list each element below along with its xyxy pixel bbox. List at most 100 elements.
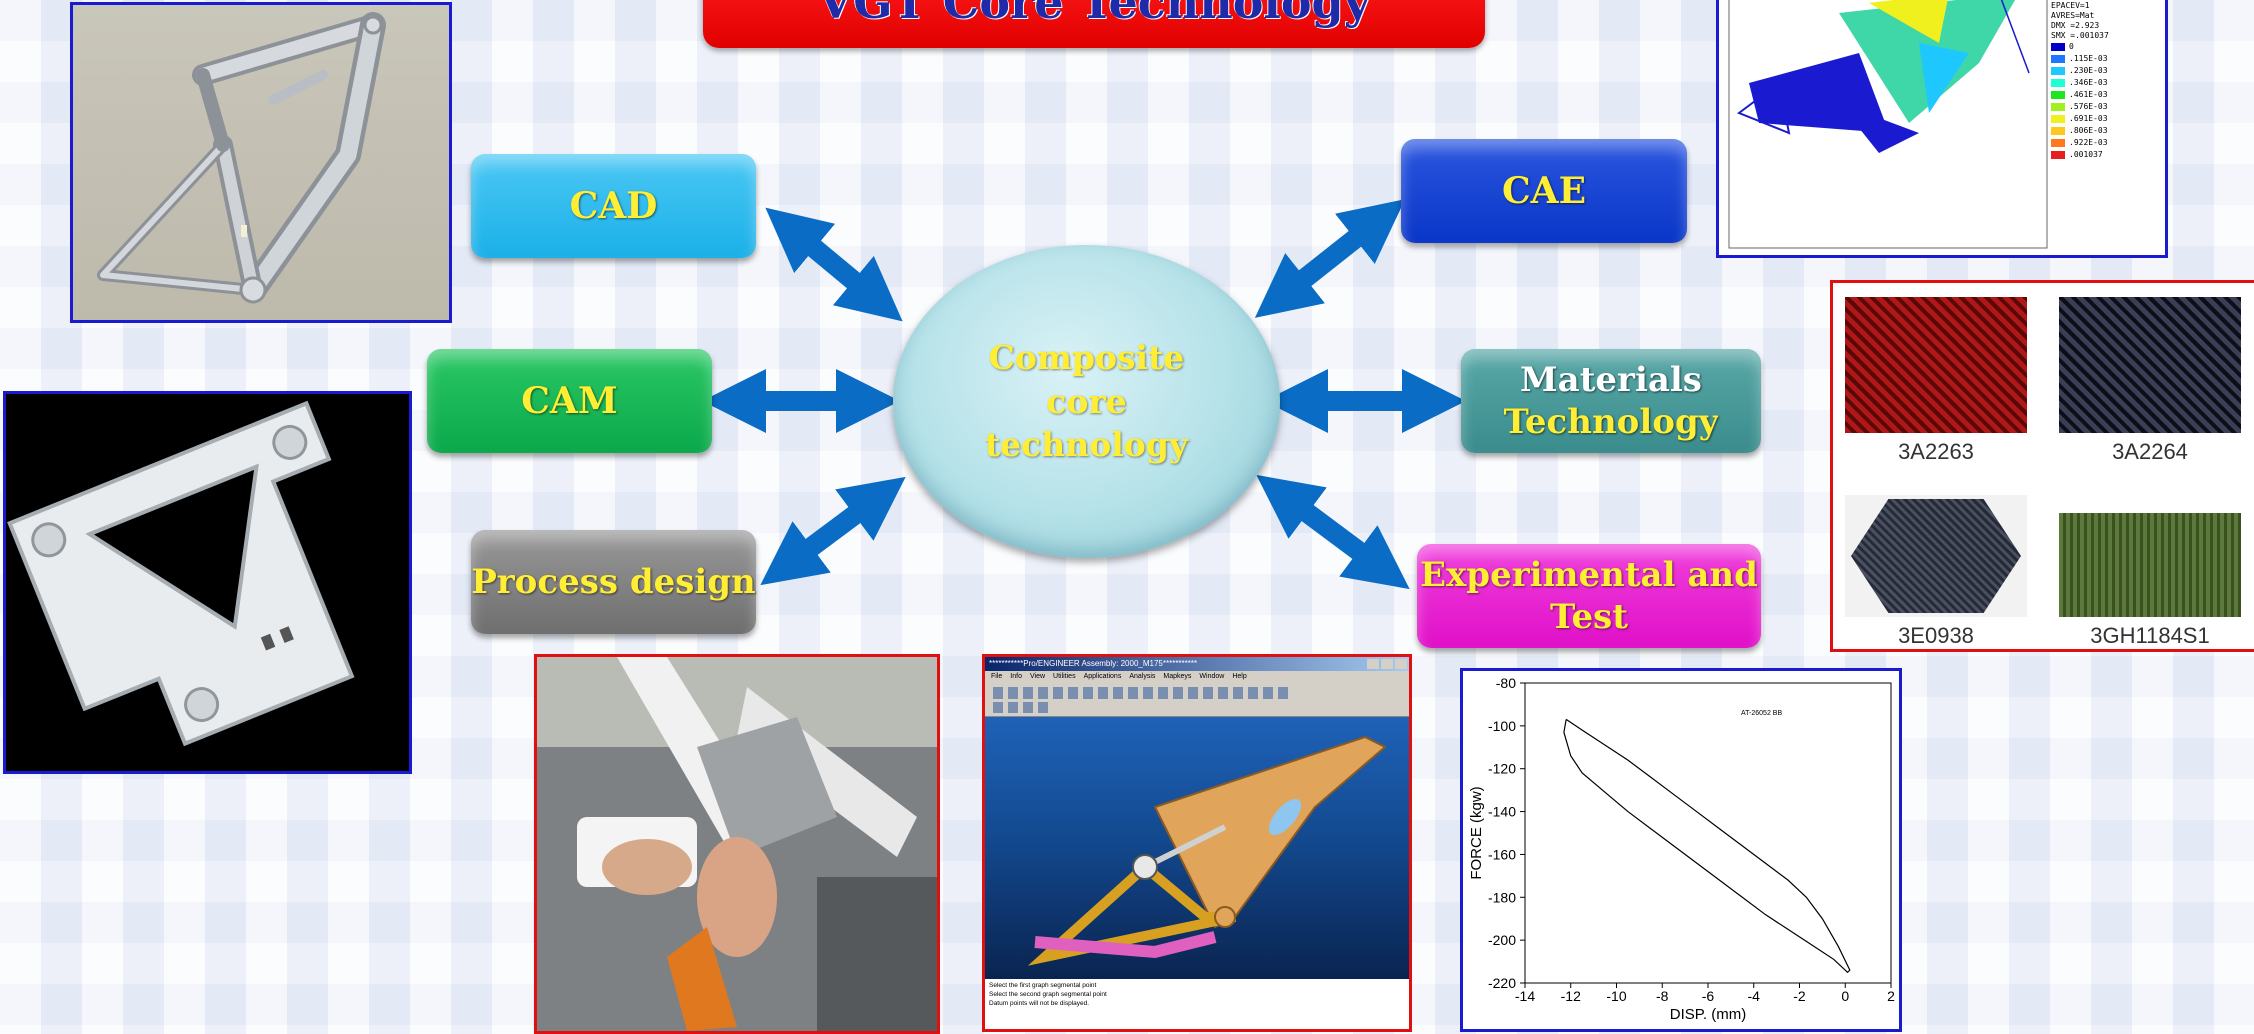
menu-utilities[interactable]: Utilities	[1053, 673, 1076, 680]
menu-info[interactable]: Info	[1010, 673, 1022, 680]
x-tick-label: 0	[1841, 988, 1849, 1004]
cae-legend-value: .806E-03	[2069, 126, 2108, 135]
menu-view[interactable]: View	[1029, 673, 1046, 680]
menu-window[interactable]: Window	[1199, 673, 1225, 680]
node-cam-label: CAM	[521, 379, 618, 422]
x-tick-label: -14	[1515, 988, 1535, 1004]
proe-toolbar	[985, 683, 1409, 717]
toolbar-icons-row	[993, 687, 1293, 699]
swatch-3e0938-label: 3E0938	[1898, 623, 1974, 648]
proengineer-window-image: ***********Pro/ENGINEER Assembly: 2000_M…	[982, 654, 1412, 1032]
menu-applications[interactable]: Applications	[1083, 673, 1122, 680]
swatch-3a2264-label: 3A2264	[2112, 439, 2188, 464]
mould-drawing	[7, 400, 355, 747]
cae-legend-swatch	[2051, 79, 2065, 87]
minimize-button[interactable]	[1367, 659, 1379, 669]
cae-legend-row: .346E-03	[2051, 77, 2161, 89]
cad-frame-drawing	[97, 12, 386, 304]
x-tick-label: -8	[1656, 988, 1669, 1004]
swatch-3a2264-image	[2059, 297, 2241, 433]
mould-render-image	[3, 391, 412, 774]
y-tick-label: -80	[1496, 675, 1516, 691]
menu-file[interactable]: File	[991, 673, 1003, 680]
x-axis-label: DISP. (mm)	[1670, 1006, 1746, 1023]
cae-legend-header-3: SMX =.001037	[2051, 31, 2109, 40]
swatch-3a2263-image	[1845, 297, 2027, 433]
swatch-3gh1184s1-image	[2059, 513, 2241, 617]
cae-legend-value: .576E-03	[2069, 102, 2108, 111]
swatch-3gh1184s1-label: 3GH1184S1	[2090, 623, 2210, 648]
menu-analysis[interactable]: Analysis	[1129, 673, 1156, 680]
menu-help[interactable]: Help	[1232, 673, 1247, 680]
y-tick-label: -120	[1488, 761, 1516, 777]
proe-title-text: ***********Pro/ENGINEER Assembly: 2000_M…	[989, 659, 1198, 668]
node-materials-technology: Materials Technology	[1461, 349, 1761, 453]
series-line	[1563, 718, 1851, 974]
node-experimental-test: Experimental and Test	[1417, 544, 1761, 648]
cae-legend-value: .230E-03	[2069, 66, 2108, 75]
node-experimental-label: Experimental and Test	[1420, 554, 1758, 638]
cae-legend-value: 0	[2069, 42, 2074, 51]
cae-legend-value: .922E-03	[2069, 138, 2108, 147]
arrow-cae	[1254, 199, 1406, 318]
x-tick-label: -10	[1606, 988, 1626, 1004]
center-node-label: Composite core technology	[984, 338, 1189, 465]
y-tick-label: -220	[1488, 975, 1516, 991]
cae-legend-row: .806E-03	[2051, 125, 2161, 137]
suspension-frame-drawing	[1027, 735, 1387, 966]
proe-title-bar: ***********Pro/ENGINEER Assembly: 2000_M…	[985, 657, 1409, 671]
cae-legend-swatch	[2051, 55, 2065, 63]
menu-mapkeys[interactable]: Mapkeys	[1163, 673, 1192, 680]
cad-frame-render-image	[70, 2, 452, 323]
proe-menu-bar: File Info View Utilities Applications An…	[985, 671, 1409, 683]
cae-legend-row: .691E-03	[2051, 113, 2161, 125]
message-line-3: Datum points will not be displayed.	[989, 1000, 1090, 1007]
node-process-design: Process design	[471, 530, 756, 634]
cae-legend-value: .461E-03	[2069, 90, 2108, 99]
cae-legend-row: .001037	[2051, 149, 2161, 161]
cae-legend-swatch	[2051, 115, 2065, 123]
cae-legend-swatch	[2051, 127, 2065, 135]
x-tick-label: -2	[1793, 988, 1806, 1004]
node-process-design-label: Process design	[471, 561, 756, 602]
toolbar-icons-row-2	[993, 702, 1053, 713]
y-tick-label: -100	[1488, 718, 1516, 734]
arrow-experimental	[1256, 474, 1410, 590]
node-materials-line-label: Materials Technology	[1503, 359, 1719, 443]
materials-swatch-panel: 3A2263 3A2264 3E0938 3GH1184S1	[1830, 280, 2254, 652]
chart-legend-entry: AT-26052 BB	[1741, 710, 1782, 717]
cae-legend-row: .230E-03	[2051, 65, 2161, 77]
center-node-composite-core: Composite core technology	[893, 245, 1280, 558]
cae-legend-swatch	[2051, 43, 2065, 51]
y-tick-label: -200	[1488, 932, 1516, 948]
y-tick-label: -140	[1488, 804, 1516, 820]
x-tick-label: 2	[1887, 988, 1895, 1004]
cae-legend-row: .115E-03	[2051, 53, 2161, 65]
cae-legend-rows: 0 .115E-03 .230E-03 .346E-03 .461E-03 .576E-0…	[2051, 41, 2161, 161]
y-tick-label: -160	[1488, 846, 1516, 862]
cae-legend-value: .346E-03	[2069, 78, 2108, 87]
node-cam: CAM	[427, 349, 712, 453]
cae-legend-row: 0	[2051, 41, 2161, 53]
close-button[interactable]	[1395, 659, 1407, 669]
y-axis-label: FORCE (kgw)	[1468, 786, 1485, 879]
node-cae: CAE	[1401, 139, 1687, 243]
cae-legend-value: .001037	[2069, 150, 2103, 159]
cae-legend-swatch	[2051, 67, 2065, 75]
swatch-3e0938-image	[1845, 495, 2027, 617]
cae-legend-value: .691E-03	[2069, 114, 2108, 123]
cae-legend-header-1: AVRES=Mat	[2051, 11, 2095, 20]
cae-analysis-drawing	[1728, 0, 2048, 249]
cae-legend-header-2: DMX =2.923	[2051, 21, 2100, 30]
page-title-text: VGT Core Technology	[817, 0, 1371, 29]
process-photo-image	[534, 654, 940, 1034]
cae-legend-row: .461E-03	[2051, 89, 2161, 101]
x-tick-label: -4	[1748, 988, 1761, 1004]
node-cae-label: CAE	[1501, 169, 1587, 212]
maximize-button[interactable]	[1381, 659, 1393, 669]
cae-legend-value: .115E-03	[2069, 54, 2108, 63]
cae-legend-row: .576E-03	[2051, 101, 2161, 113]
cae-legend-swatch	[2051, 151, 2065, 159]
cae-legend-swatch	[2051, 103, 2065, 111]
